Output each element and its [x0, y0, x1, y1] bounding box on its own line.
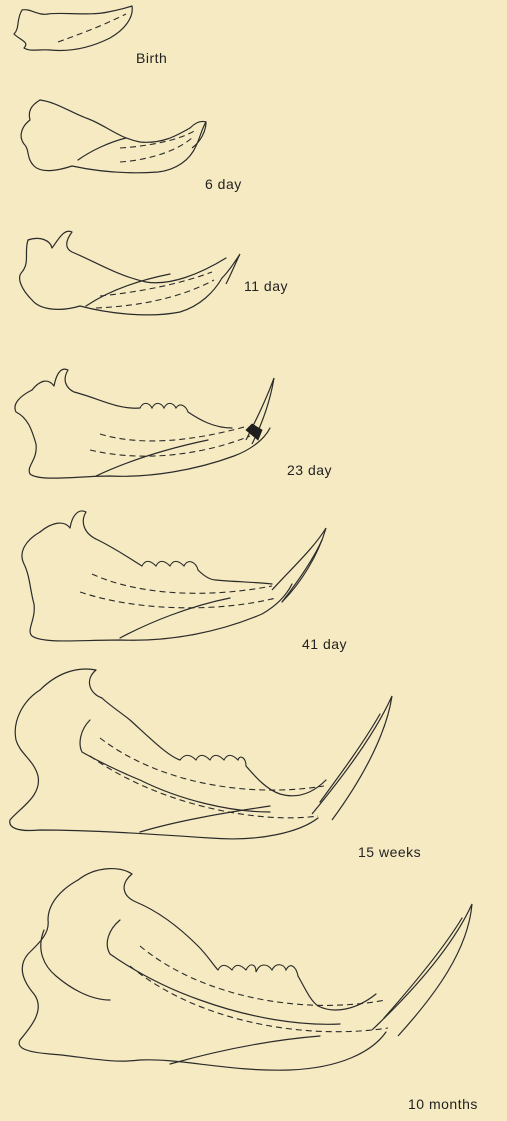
jaw-41-day — [22, 511, 326, 641]
jaw-11-day — [20, 231, 240, 315]
stage-label-11-day: 11 day — [244, 278, 288, 294]
jaw-birth — [14, 6, 132, 51]
stage-label-41-day: 41 day — [302, 636, 347, 652]
stage-label-15-weeks: 15 weeks — [358, 844, 421, 860]
jaw-6-day — [21, 100, 206, 173]
stage-label-10-months: 10 months — [408, 1096, 478, 1112]
stage-label-birth: Birth — [136, 50, 167, 66]
jaw-10-months — [19, 869, 472, 1071]
stage-label-23-day: 23 day — [287, 462, 332, 478]
stage-label-6-day: 6 day — [205, 176, 242, 192]
jaw-23-day — [15, 369, 274, 478]
jaw-15-weeks — [10, 669, 392, 839]
